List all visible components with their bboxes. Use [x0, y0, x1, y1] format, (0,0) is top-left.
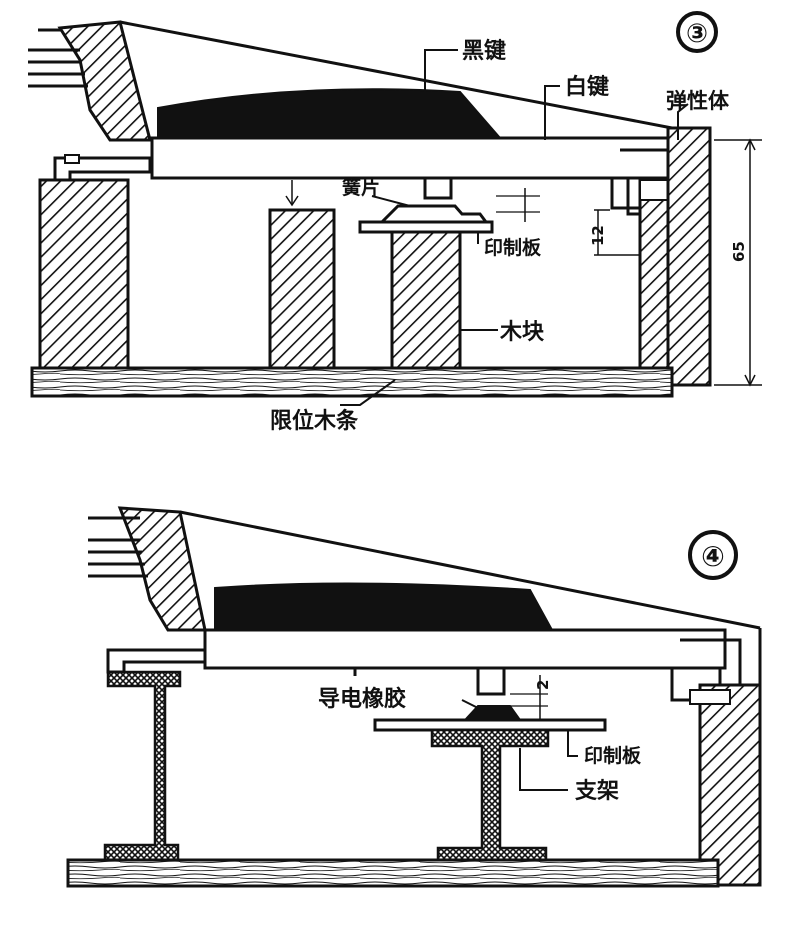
top-cover-line [119, 20, 673, 130]
white-key [150, 136, 682, 216]
dim-65-label: 65 [730, 241, 748, 262]
dim-2: 2 [510, 675, 552, 720]
figure-3-number-badge: ③ [676, 11, 718, 53]
dim-reed-gap [496, 188, 540, 222]
top-cover-line-fig4 [179, 510, 761, 630]
wood-block [390, 230, 462, 370]
limit-strip [30, 366, 674, 398]
label-elastic-body: 弹性体 [666, 89, 730, 113]
figure-4-number: ④ [701, 540, 725, 573]
dim-2-label: 2 [534, 680, 552, 690]
right-frame-fig4 [698, 683, 762, 887]
label-wood-block: 木块 [499, 320, 545, 345]
pcb-fig4 [373, 718, 607, 732]
bracket [430, 728, 550, 864]
label-limit-strip: 限位木条 [270, 408, 359, 434]
left-rail-fig4 [106, 648, 207, 674]
label-bracket: 支架 [575, 778, 619, 804]
dim-12-label: 12 [589, 225, 607, 246]
label-black-key: 黑键 [462, 38, 506, 64]
bottom-plank-fig4 [66, 858, 720, 888]
left-wood-post [38, 178, 130, 370]
figure-3: ③ [28, 11, 762, 434]
label-pcb-fig4: 印制板 [584, 744, 642, 767]
dim-65: 65 [714, 138, 762, 387]
conductive-rubber [462, 705, 522, 721]
figure-4-number-badge: ④ [688, 530, 738, 580]
white-key-fig4 [203, 628, 742, 702]
left-bracket [103, 670, 182, 862]
label-white-key: 白键 [565, 74, 609, 100]
label-pcb-fig3: 印制板 [484, 236, 542, 259]
figure-3-number: ③ [686, 19, 708, 49]
pcb-fig3 [358, 220, 494, 234]
figure-4: ④ [66, 506, 762, 888]
label-reed: 簧片 [342, 176, 380, 199]
dim-12: 12 [589, 209, 640, 256]
black-key-fig4 [214, 582, 554, 631]
upper-left-panel-fig4 [88, 506, 207, 632]
black-key [157, 88, 503, 139]
middle-wood-post [268, 208, 336, 370]
upper-left-panel [28, 20, 152, 142]
reed [380, 204, 488, 224]
label-conductive-rubber: 导电橡胶 [318, 686, 406, 712]
